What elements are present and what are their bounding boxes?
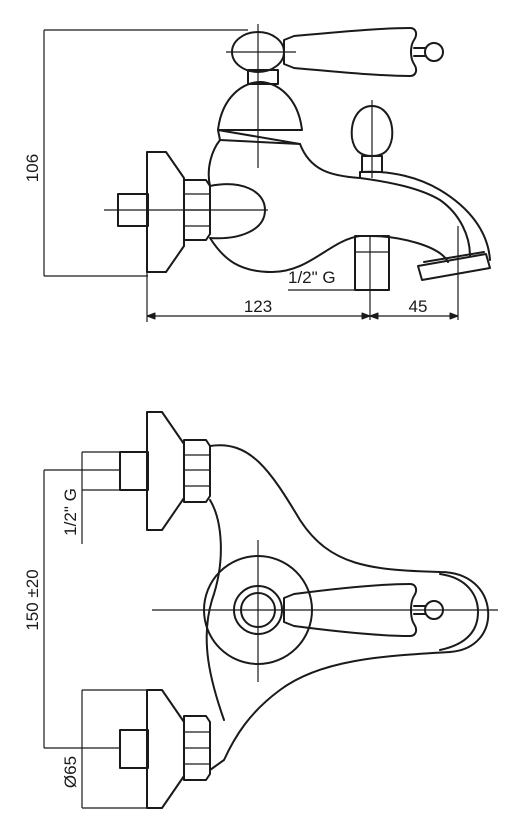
- lower-inlet-top: [119, 729, 149, 769]
- center-distance-dimension: 150 ±20: [23, 469, 120, 749]
- body-length-label: 123: [244, 297, 272, 316]
- lower-flange-top: [146, 689, 185, 809]
- top-view: 150 ±20 1/2" G Ø65: [23, 411, 498, 809]
- mixer-body-top: [205, 444, 490, 771]
- wall-flange-side: [146, 151, 185, 273]
- flange-diameter-dimension: Ø65: [61, 689, 147, 809]
- length-dimensions: 123 45: [146, 272, 459, 322]
- handle-knob-side: [424, 42, 444, 62]
- diverter-knob-side: [350, 105, 394, 157]
- spout-length-label: 45: [409, 297, 428, 316]
- handle-knob-top: [424, 600, 444, 620]
- inlet-thread-front-dimension: 1/2" G: [61, 451, 120, 544]
- upper-flange-top: [146, 411, 185, 531]
- cartridge-dome-side: [217, 81, 303, 131]
- inlet-thread-side-label: 1/2" G: [288, 268, 336, 287]
- lever-handle-top: [283, 583, 418, 637]
- hex-nut-side: [183, 179, 211, 241]
- upper-inlet-top: [119, 451, 149, 491]
- mixer-body-side: [207, 139, 449, 273]
- height-dimension-label: 106: [23, 154, 42, 182]
- lower-hex-nut-top: [183, 715, 211, 781]
- flange-diameter-label: Ø65: [61, 756, 80, 788]
- lever-handle-side: [283, 27, 418, 77]
- shower-outlet-side: [354, 235, 390, 291]
- height-dimension: 106: [23, 29, 248, 277]
- aerator-side: [417, 253, 491, 281]
- side-view: 106: [23, 24, 491, 322]
- center-distance-label: 150 ±20: [23, 569, 42, 630]
- inlet-thread-front-label: 1/2" G: [61, 488, 80, 536]
- upper-hex-nut-top: [183, 439, 211, 503]
